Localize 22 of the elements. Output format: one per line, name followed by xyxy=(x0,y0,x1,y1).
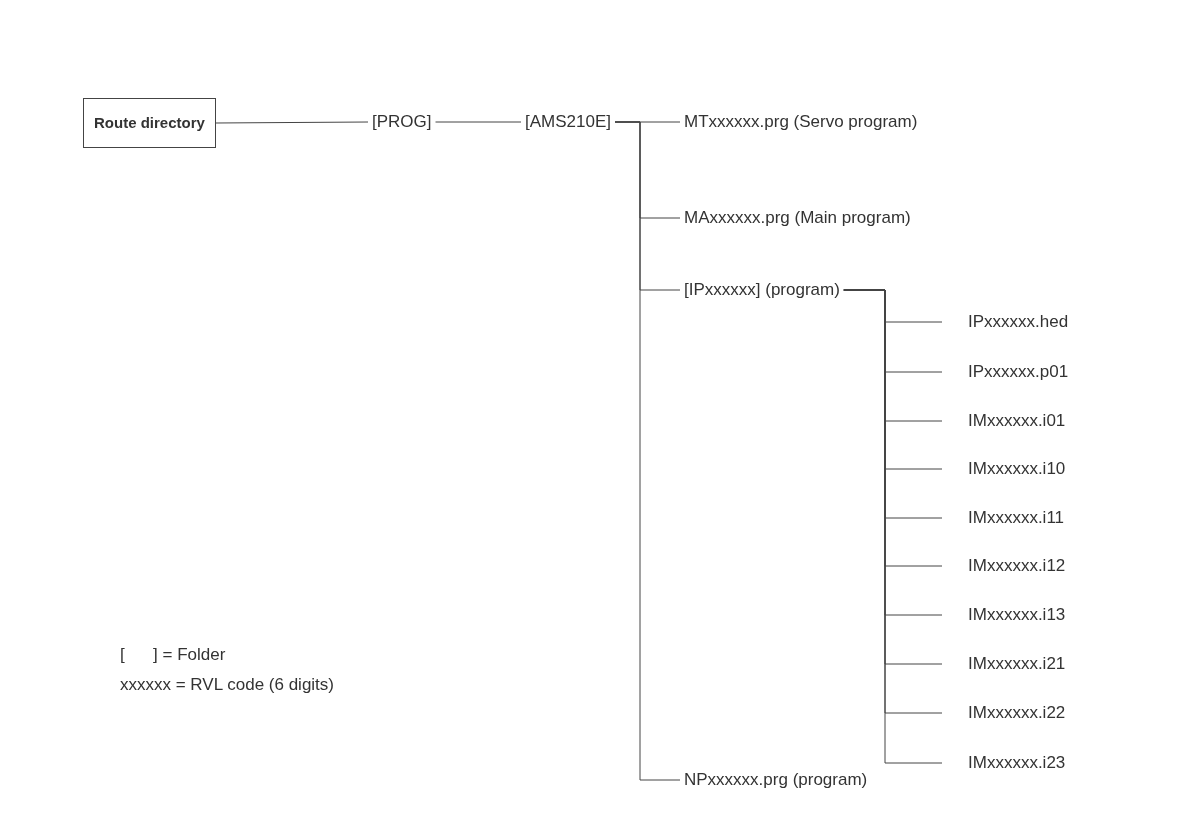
directory-entry: IMxxxxxx.i01 xyxy=(942,411,1070,431)
directory-entry: IMxxxxxx.i12 xyxy=(942,556,1070,576)
directory-entry: IMxxxxxx.i21 xyxy=(942,654,1070,674)
connector-line xyxy=(435,121,522,123)
directory-entry: [IPxxxxxx] (program) xyxy=(680,280,844,300)
directory-entry: IMxxxxxx.i23 xyxy=(942,753,1070,773)
directory-entry: IMxxxxxx.i11 xyxy=(942,508,1069,528)
root-directory-box: Route directory xyxy=(83,98,216,148)
directory-entry: IMxxxxxx.i10 xyxy=(942,459,1070,479)
connector-line xyxy=(215,121,369,124)
directory-entry: NPxxxxxx.prg (program) xyxy=(680,770,872,790)
directory-entry: IPxxxxxx.p01 xyxy=(942,362,1073,382)
directory-entry: IMxxxxxx.i13 xyxy=(942,605,1070,625)
directory-entry: [AMS210E] xyxy=(521,112,615,132)
legend-note: xxxxxx = RVL code (6 digits) xyxy=(120,675,334,695)
connector-line xyxy=(614,121,681,781)
directory-entry: IPxxxxxx.hed xyxy=(942,312,1073,332)
directory-entry: [PROG] xyxy=(368,112,436,132)
directory-entry: MAxxxxxx.prg (Main program) xyxy=(680,208,915,228)
directory-entry: IMxxxxxx.i22 xyxy=(942,703,1070,723)
legend-note: [ ] = Folder xyxy=(120,645,226,665)
directory-entry: MTxxxxxx.prg (Servo program) xyxy=(680,112,922,132)
